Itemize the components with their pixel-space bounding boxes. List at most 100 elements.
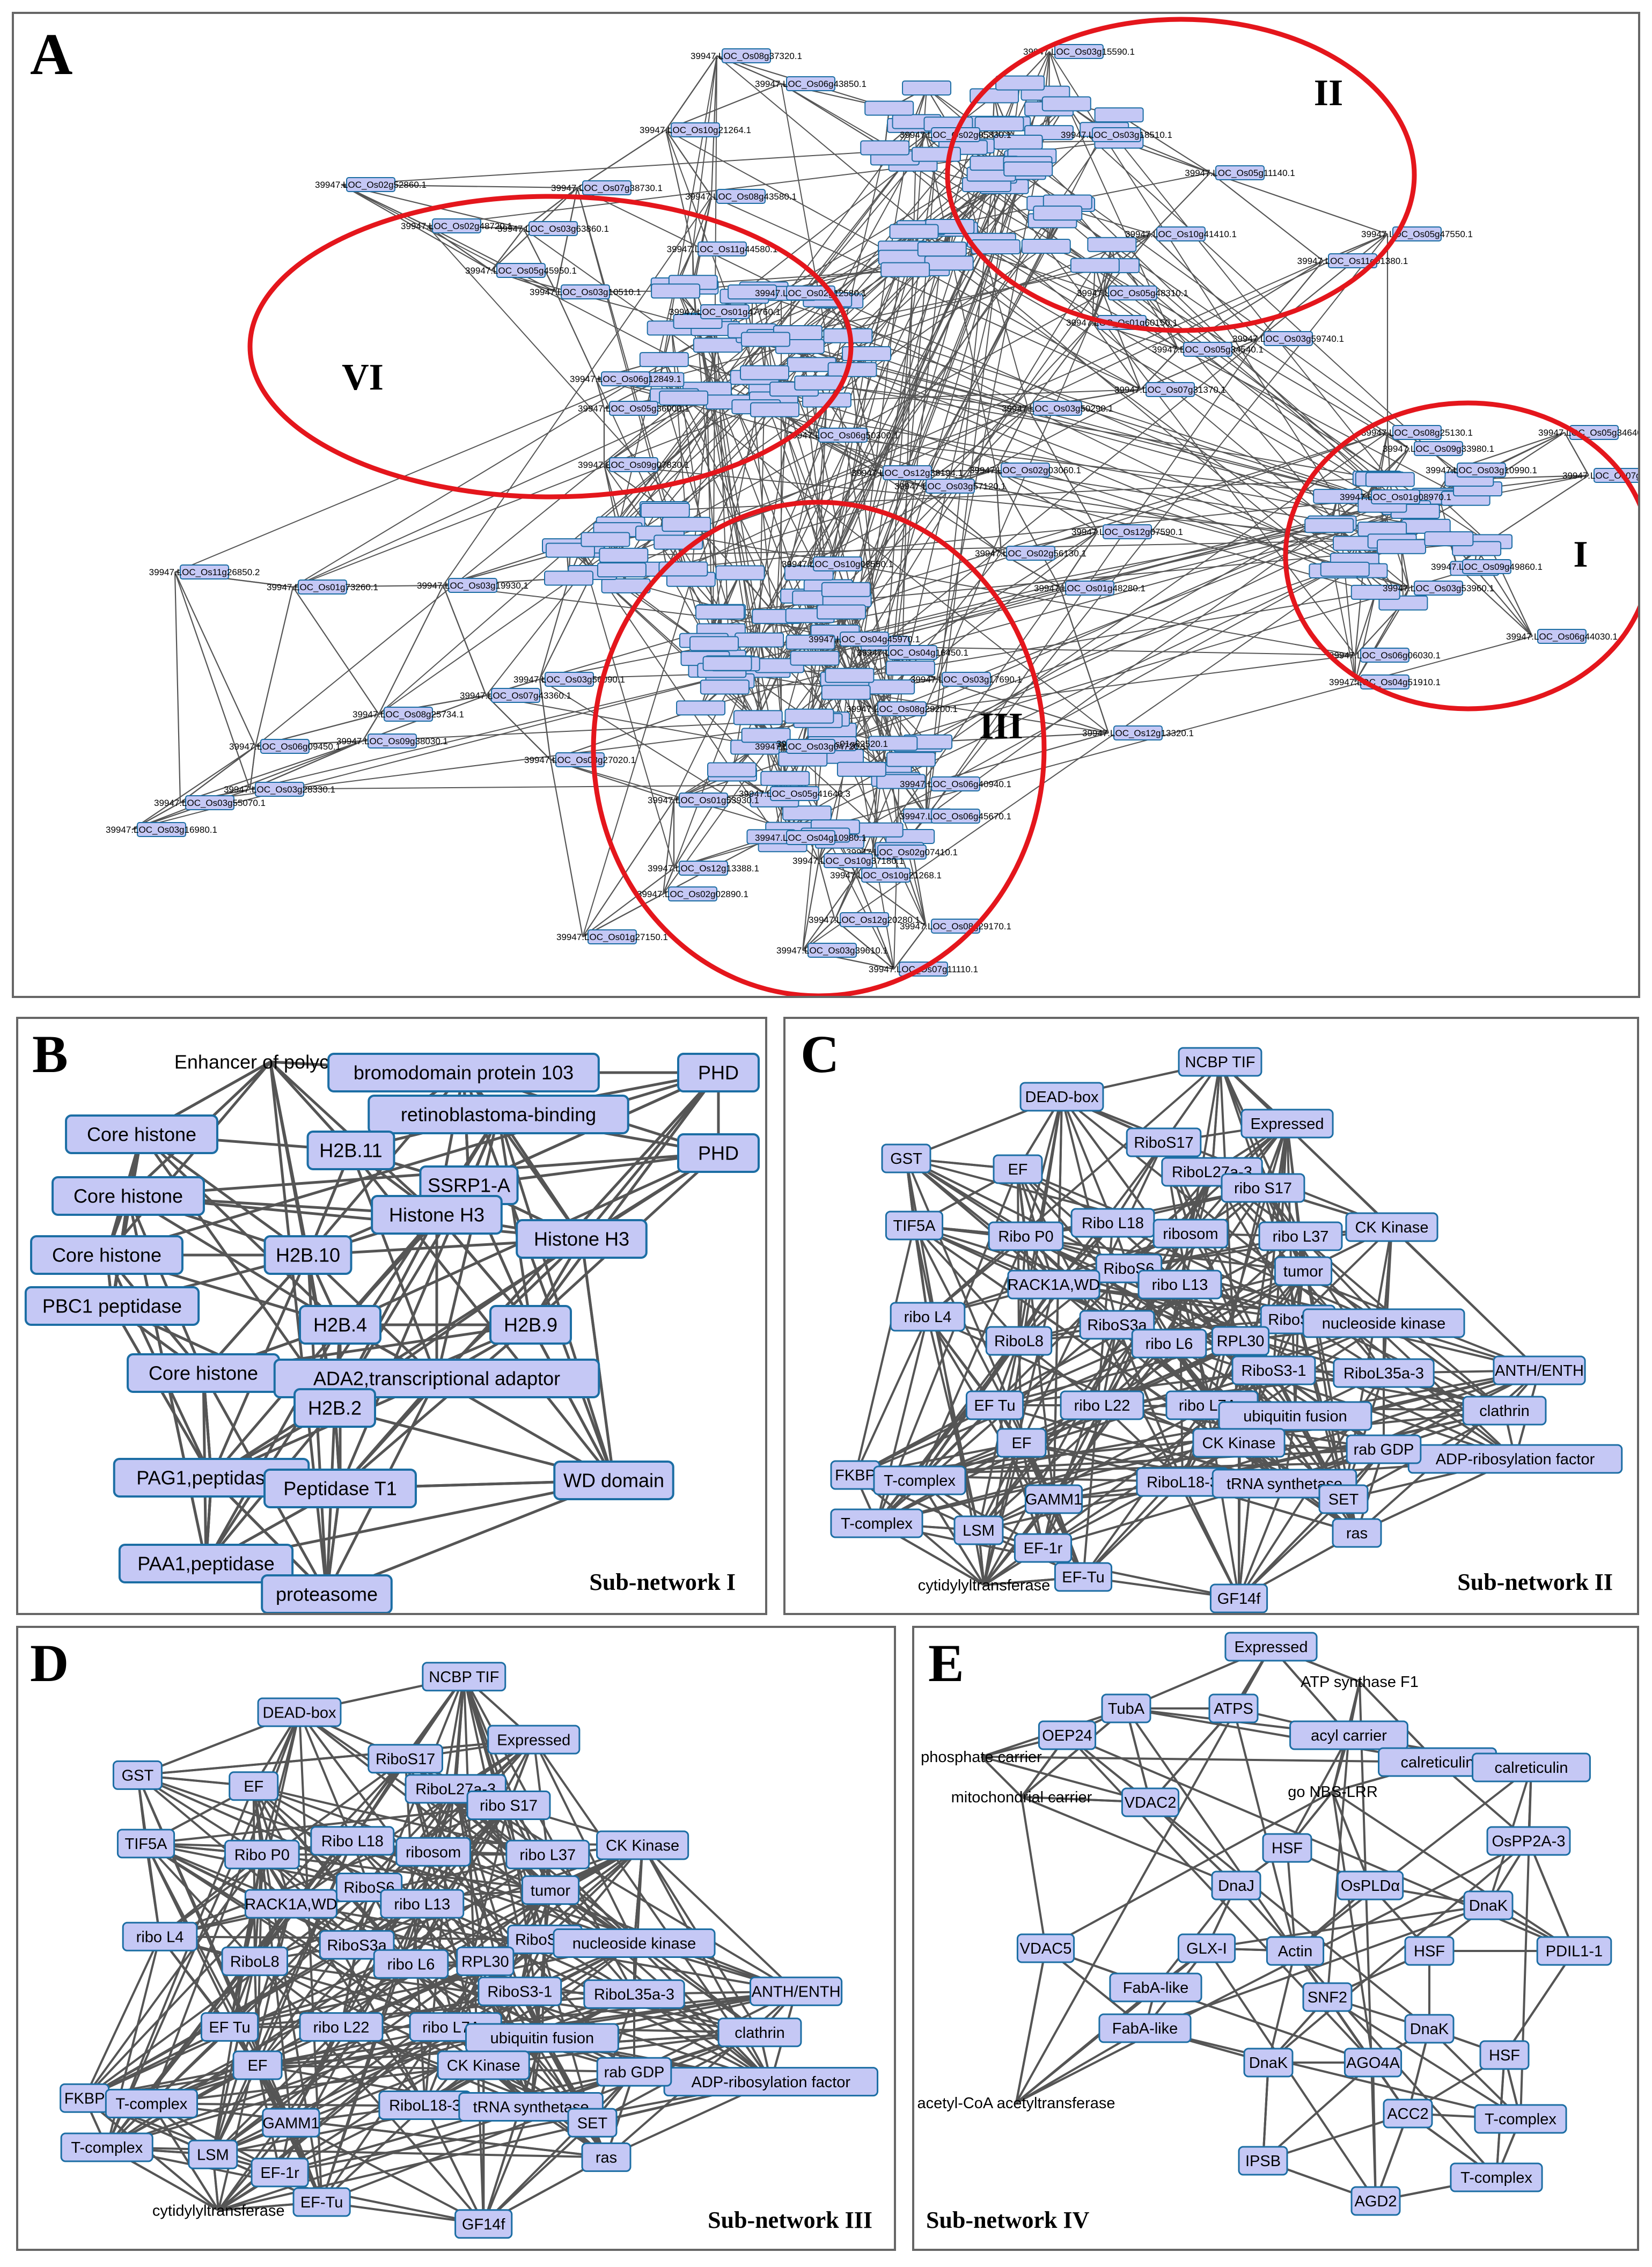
unlabeled-node: [1376, 539, 1426, 554]
node-box: [1345, 1212, 1438, 1242]
node-box: [1121, 1787, 1180, 1817]
network-edge: [581, 1072, 719, 1240]
network-node: 39947.LOC_Os11g01380.1: [1297, 253, 1408, 268]
network-edge: [582, 579, 692, 937]
unlabeled-node: [1350, 584, 1400, 600]
network-node: 39947.LOC_Os06g12849.1: [570, 371, 681, 386]
network-edge: [298, 1712, 354, 1842]
network-edge: [592, 134, 927, 573]
unlabeled-node: [750, 402, 800, 417]
network-node: 39947.LOC_Os04g16450.1: [857, 645, 968, 660]
network-node: Core histone: [65, 1114, 218, 1154]
network-node: RiboL8: [221, 1946, 289, 1976]
network-node: 39947.LOC_Os10g37180.1: [792, 853, 904, 868]
node-label: 39947.LOC_Os06g06030.1: [1329, 650, 1441, 661]
network-edge: [212, 2026, 342, 2155]
network-node: IPSB: [1238, 2146, 1288, 2176]
node-box: [521, 1875, 580, 1905]
network-edge: [1151, 233, 1259, 339]
network-edge: [539, 578, 570, 680]
network-edge: [1332, 1791, 1374, 2063]
network-edge: [1219, 1061, 1302, 1237]
network-node: PHD: [677, 1053, 760, 1092]
node-label: ribo L4: [904, 1309, 952, 1326]
network-node: 39947.LOC_Os08g29170.1: [900, 919, 1011, 934]
network-node: ribo S17: [1221, 1173, 1305, 1203]
network-edge: [427, 225, 556, 292]
network-edge: [926, 134, 996, 471]
network-edge: [549, 759, 584, 937]
node-box: [1392, 425, 1442, 440]
network-edge: [690, 399, 774, 580]
node-box: [861, 868, 911, 883]
node-label: 39947.LOC_Os07g43360.1: [460, 691, 571, 701]
node-box: [1221, 1173, 1305, 1203]
node-label: 39947.LOC_Os12g07590.1: [1071, 527, 1183, 537]
node-label: OsPP2A-3: [1492, 1833, 1566, 1850]
unlabeled-node: [760, 771, 810, 786]
network-node: tumor: [521, 1875, 580, 1905]
network-edge: [697, 321, 760, 640]
network-node: ribo S17: [466, 1791, 551, 1820]
network-edge: [1267, 1840, 1530, 2064]
unlabeled-node: [974, 116, 1024, 131]
network-node: HSF: [1404, 1936, 1455, 1966]
node-label: H2B.11: [319, 1140, 382, 1162]
network-node: 39947.LOC_Os03g28330.1: [224, 782, 335, 797]
network-node: ANTH/ENTH: [750, 1976, 843, 2006]
node-box: [1463, 1890, 1514, 1920]
network-edge: [84, 1758, 407, 2099]
node-label: 39947.LOC_Os10g41410.1: [1125, 229, 1237, 239]
network-edge: [949, 262, 1364, 571]
panel-e-subtitle: Sub-network IV: [926, 2207, 1090, 2233]
network-node: 39947.LOC_Os05g34540.1: [1152, 342, 1264, 357]
network-node: SSRP1-A: [419, 1165, 519, 1205]
network-edge: [1210, 172, 1324, 261]
network-node: 39947.LOC_Os05g41640.3: [739, 786, 850, 801]
network-edge: [378, 246, 1047, 715]
node-box: [437, 2050, 530, 2080]
network-edge: [349, 1150, 438, 1379]
network-node: DEAD-box: [1019, 1082, 1104, 1112]
network-edge: [550, 707, 701, 761]
node-label: 39947.LOC_Os05g36000.1: [578, 403, 689, 414]
network-edge: [249, 746, 256, 790]
unlabeled-node: [889, 224, 939, 239]
network-edge: [683, 397, 1109, 733]
node-label: EF-Tu: [1062, 1569, 1104, 1586]
node-label: GF14f: [462, 2216, 506, 2233]
network-node: clathrin: [717, 2017, 802, 2048]
unlabeled-node: [707, 762, 757, 777]
network-node: HSF: [1479, 2040, 1530, 2070]
network-node: ribosom: [395, 1837, 471, 1867]
network-edge: [765, 227, 922, 794]
network-edge: [151, 1990, 520, 2105]
node-label: proteasome: [276, 1583, 378, 1605]
node-box: [229, 1771, 279, 1801]
node-label: Peptidase T1: [283, 1478, 397, 1500]
node-box: [1103, 524, 1152, 539]
network-node: RiboS3-1: [1231, 1355, 1316, 1385]
network-edge: [665, 129, 694, 250]
network-node: 39947.LOC_Os03g19930.1: [417, 578, 528, 593]
network-edge: [1262, 2061, 1374, 2162]
unlabeled-node: [886, 752, 936, 767]
node-box: [487, 1725, 581, 1755]
network-node: 39947.LOC_Os05g34640.1: [1538, 425, 1638, 440]
network-edge: [1372, 2062, 1377, 2202]
network-node: GAMM1: [262, 2108, 320, 2138]
node-label: 39947.LOC_Os08g37320.1: [691, 51, 802, 61]
node-label: PAA1,peptidase: [137, 1553, 275, 1575]
network-node: TIF5A: [885, 1210, 944, 1241]
network-edge: [856, 875, 927, 927]
node-label: rab GDP: [1354, 1441, 1414, 1458]
network-edge: [356, 1844, 643, 1946]
node-label: 39947.LOC_Os10g08550.1: [782, 559, 893, 569]
node-label: FabA-like: [1112, 2020, 1178, 2037]
network-edge: [1262, 2062, 1269, 2161]
network-node: WD domain: [553, 1461, 674, 1500]
unlabeled-node: [836, 761, 886, 777]
node-box: [458, 2092, 604, 2122]
node-box: [232, 2050, 283, 2080]
network-node: 39947.LOC_Os03g50290.1: [1002, 401, 1113, 416]
